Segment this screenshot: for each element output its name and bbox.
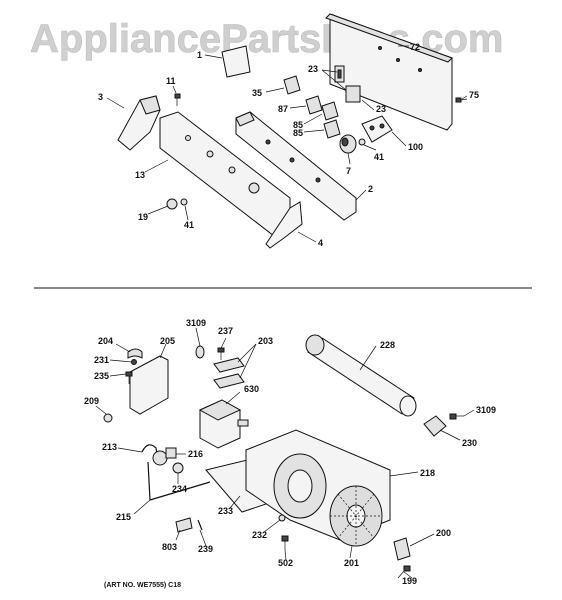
callout-502: 502 xyxy=(278,558,293,568)
part-239-pin xyxy=(197,519,203,531)
part-11-screw xyxy=(174,93,181,106)
motor-blower-assembly xyxy=(95,327,475,579)
part-231-screw xyxy=(131,359,137,365)
control-panel-assembly xyxy=(106,13,468,249)
callout-3: 3 xyxy=(98,92,103,102)
callout-19: 19 xyxy=(138,212,148,222)
part-203-clamp-b xyxy=(213,373,245,389)
part-232-clip xyxy=(278,514,286,522)
callout-234: 234 xyxy=(172,484,187,494)
callout-200: 200 xyxy=(436,528,451,538)
part-23-switch-b xyxy=(345,85,361,103)
part-3109-fuse-right xyxy=(449,413,464,420)
callout-228: 228 xyxy=(380,340,395,350)
part-75-screw xyxy=(455,97,468,103)
callout-85-b: 85 xyxy=(293,128,303,138)
callout-13: 13 xyxy=(135,170,145,180)
callout-231: 231 xyxy=(94,355,109,365)
callout-235: 235 xyxy=(94,371,109,381)
part-215-belt-wire xyxy=(147,461,211,501)
callout-11: 11 xyxy=(166,76,176,86)
part-85-bracket-a xyxy=(321,101,339,121)
callout-2: 2 xyxy=(368,184,373,194)
callout-75: 75 xyxy=(469,90,479,100)
part-216-switch xyxy=(165,447,177,459)
callout-3109-a: 3109 xyxy=(186,318,206,328)
part-228-duct xyxy=(305,334,417,417)
part-4-end-cap xyxy=(265,201,303,249)
part-234-nut xyxy=(172,462,184,474)
art-number-caption: (ART NO. WE7555) C18 xyxy=(104,582,181,589)
part-200-bracket xyxy=(393,537,411,561)
part-19-knob xyxy=(166,198,178,210)
watermark-text: AppliancePartsPros.com xyxy=(30,17,504,61)
part-201-blower-wheel xyxy=(329,485,383,547)
callout-35: 35 xyxy=(252,88,262,98)
part-35-bracket xyxy=(283,75,301,95)
part-203-clamp-a xyxy=(213,357,245,373)
top-callouts: 1 72 11 3 35 23 87 23 75 85 85 100 41 7 … xyxy=(98,42,479,248)
part-213-harness xyxy=(141,444,168,466)
callout-205: 205 xyxy=(160,336,175,346)
part-630-motor xyxy=(198,399,249,449)
callout-230: 230 xyxy=(462,438,477,448)
callout-1: 1 xyxy=(197,50,202,60)
part-502-screw xyxy=(281,535,289,550)
part-85-bracket-b xyxy=(323,119,341,139)
part-199-screw xyxy=(397,565,411,579)
part-41-knob-a xyxy=(358,138,366,146)
callout-232: 232 xyxy=(252,530,267,540)
callout-41-b: 41 xyxy=(184,220,194,230)
part-230-thermostat xyxy=(423,415,447,437)
part-87-bracket xyxy=(305,95,323,115)
part-72-backsplash-top xyxy=(325,13,453,63)
callout-203: 203 xyxy=(258,336,273,346)
callout-199: 199 xyxy=(402,576,417,586)
callout-218: 218 xyxy=(420,468,435,478)
callout-4: 4 xyxy=(318,238,323,248)
callout-215: 215 xyxy=(116,512,131,522)
callout-100: 100 xyxy=(408,142,423,152)
callout-85-a: 85 xyxy=(293,120,303,130)
part-237-screw xyxy=(217,347,225,360)
part-3109-fuse-left xyxy=(195,345,205,359)
callout-87: 87 xyxy=(278,104,288,114)
callout-209: 209 xyxy=(84,396,99,406)
part-205-bracket-plate xyxy=(129,355,169,415)
part-1-label-card xyxy=(221,45,251,78)
callout-216: 216 xyxy=(188,449,203,459)
part-204-clip xyxy=(127,348,143,359)
callout-72: 72 xyxy=(410,42,420,52)
callout-7: 7 xyxy=(346,166,351,176)
callout-213: 213 xyxy=(102,442,117,452)
part-41-knob-b xyxy=(180,198,188,206)
callout-233: 233 xyxy=(218,506,233,516)
callout-41-a: 41 xyxy=(374,152,384,162)
callout-803: 803 xyxy=(162,542,177,552)
part-803-terminal xyxy=(175,517,193,533)
callout-3109-b: 3109 xyxy=(476,405,496,415)
callout-23-a: 23 xyxy=(308,64,318,74)
part-100-timer xyxy=(361,115,393,143)
callout-237: 237 xyxy=(218,326,233,336)
part-209-bumper xyxy=(103,413,113,423)
callout-204: 204 xyxy=(98,336,113,346)
callout-630: 630 xyxy=(244,384,259,394)
callout-239: 239 xyxy=(198,544,213,554)
callout-201: 201 xyxy=(344,558,359,568)
callout-23-b: 23 xyxy=(376,104,386,114)
bottom-callouts: 3109 237 203 228 204 205 231 235 630 209… xyxy=(84,318,496,586)
